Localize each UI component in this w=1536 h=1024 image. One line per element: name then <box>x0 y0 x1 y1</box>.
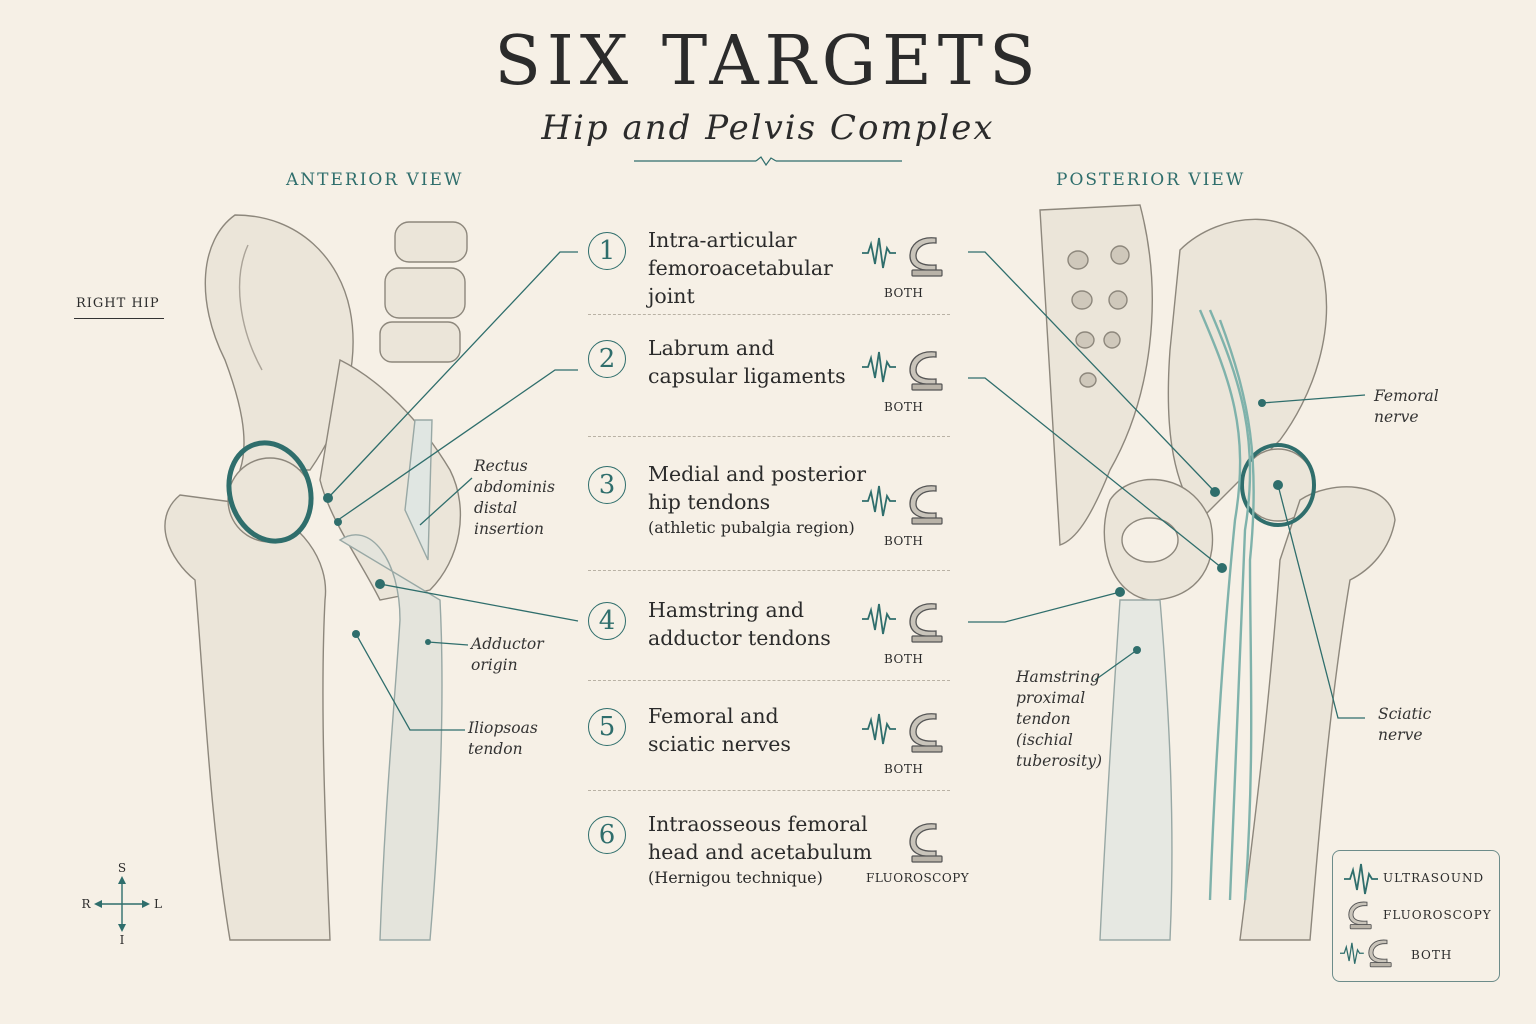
legend-both: BOTH <box>1411 948 1453 962</box>
target-number: 1 <box>588 232 626 270</box>
ultrasound-icon <box>861 351 897 383</box>
divider <box>588 570 950 571</box>
ultrasound-icon <box>861 713 897 745</box>
target-name: Labrum and capsular ligaments <box>648 336 846 388</box>
fluoroscopy-icon <box>909 485 943 525</box>
divider <box>588 680 950 681</box>
sciatic-nerve-label: Sciatic nerve <box>1378 705 1432 744</box>
title-divider <box>634 156 902 166</box>
compass-right: R <box>82 897 91 911</box>
legend-ultrasound: ULTRASOUND <box>1383 871 1485 885</box>
posterior-leader-lines <box>968 251 1366 719</box>
posterior-view-heading: POSTERIOR VIEW <box>1056 170 1246 190</box>
modality-label: BOTH <box>884 652 924 666</box>
divider <box>588 436 950 437</box>
divider <box>588 314 950 315</box>
ultrasound-icon <box>861 603 897 635</box>
target-name: Intra-articular femoroacetabular joint <box>648 228 833 308</box>
page-title: SIX TARGETS <box>494 22 1042 101</box>
side-label-underline <box>74 318 164 319</box>
target-number: 2 <box>588 340 626 378</box>
target-name: Femoral and sciatic nerves <box>648 704 791 756</box>
page-subtitle: Hip and Pelvis Complex <box>541 108 995 148</box>
ultrasound-icon <box>861 485 897 517</box>
compass-left: L <box>154 897 162 911</box>
modality-label: BOTH <box>884 762 924 776</box>
hamstring-proximal-label: Hamstring proximal tendon (ischial tuber… <box>1016 668 1102 770</box>
divider <box>588 790 950 791</box>
anterior-view-heading: ANTERIOR VIEW <box>286 170 464 190</box>
rectus-abdominis-label: Rectus abdominis distal insertion <box>474 457 555 538</box>
ultrasound-icon <box>861 237 897 269</box>
iliopsoas-tendon-label: Iliopsoas tendon <box>468 719 538 758</box>
target-name: Medial and posterior hip tendons (athlet… <box>648 462 867 537</box>
posterior-anchor-dots <box>1115 399 1283 654</box>
compass-superior: S <box>118 862 126 875</box>
legend: ULTRASOUND FLUOROSCOPY BOTH <box>1332 850 1500 982</box>
anterior-anchor-dots <box>323 493 431 645</box>
compass-inferior: I <box>120 933 125 947</box>
posterior-acetabular-ring <box>1240 443 1316 527</box>
adductor-origin-label: Adductor origin <box>471 635 544 674</box>
modality-label: BOTH <box>884 400 924 414</box>
target-number: 4 <box>588 602 626 640</box>
modality-label: BOTH <box>884 534 924 548</box>
modality-label: FLUOROSCOPY <box>866 871 970 885</box>
nerve-bundle <box>1198 309 1255 901</box>
fluoroscopy-icon <box>909 237 943 277</box>
anterior-leader-lines <box>327 251 579 731</box>
fluoroscopy-icon <box>909 351 943 391</box>
posterior-pelvis-illustration <box>1039 204 1396 941</box>
target-number: 5 <box>588 708 626 746</box>
side-label: RIGHT HIP <box>76 296 160 311</box>
femoral-nerve-label: Femoral nerve <box>1374 387 1439 426</box>
fluoroscopy-icon <box>909 603 943 643</box>
fluoroscopy-icon <box>909 823 943 863</box>
anterior-pelvis-illustration <box>164 214 468 941</box>
legend-fluoroscopy: FLUOROSCOPY <box>1383 908 1492 922</box>
target-name: Intraosseous femoral head and acetabulum… <box>648 812 873 887</box>
orientation-compass: S I R L <box>82 862 162 947</box>
target-name: Hamstring and adductor tendons <box>648 598 831 650</box>
target-number: 6 <box>588 816 626 854</box>
target-number: 3 <box>588 466 626 504</box>
modality-label: BOTH <box>884 286 924 300</box>
fluoroscopy-icon <box>909 713 943 753</box>
acetabular-ring <box>226 440 314 544</box>
